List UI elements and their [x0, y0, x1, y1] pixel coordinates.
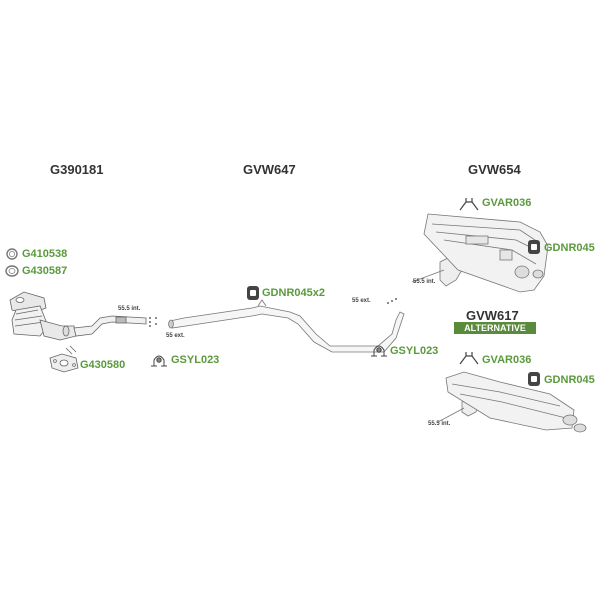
- o-ring-icon[interactable]: [6, 248, 18, 260]
- silencer-icon[interactable]: [437, 371, 587, 433]
- mid-pipe-icon[interactable]: [168, 299, 405, 353]
- header-converter: G390181: [50, 162, 104, 177]
- rubber-mount-icon[interactable]: [247, 286, 259, 300]
- part-code-bracket-alt[interactable]: GVAR036: [482, 354, 532, 366]
- catalytic-converter-icon[interactable]: [9, 291, 147, 341]
- part-code-clamp-front[interactable]: GSYL023: [171, 354, 220, 366]
- part-code-ring-large[interactable]: G430587: [22, 265, 68, 277]
- header-rear-box-alt: GVW617: [466, 308, 519, 323]
- part-code-ring-small[interactable]: G410538: [22, 248, 68, 260]
- header-rear-box: GVW654: [468, 162, 521, 177]
- mid-joint-marks: [387, 298, 397, 304]
- silencer-icon[interactable]: [411, 213, 549, 293]
- alternative-badge: ALTERNATIVE: [464, 323, 526, 333]
- front-pipe-clamp-marks: [149, 317, 157, 327]
- alternative-badge-bg: [454, 322, 536, 334]
- flange-gasket-icon[interactable]: [49, 345, 79, 373]
- part-code-gasket-front[interactable]: G430580: [80, 359, 126, 371]
- dimension-mid-joint: 55 ext.: [352, 298, 371, 304]
- part-code-clamp-mid[interactable]: GSYL023: [390, 345, 439, 357]
- header-mid-pipe: GVW647: [243, 162, 296, 177]
- part-code-rubber-rear[interactable]: GDNR045: [544, 242, 595, 254]
- part-code-rubber-alt[interactable]: GDNR045: [544, 374, 595, 386]
- dimension-alt: 55.5 int.: [428, 421, 451, 427]
- dimension-rear: 55.5 int.: [413, 279, 436, 285]
- part-code-rubber-mid[interactable]: GDNR045x2: [262, 287, 325, 299]
- clamp-icon[interactable]: [151, 355, 167, 367]
- bracket-icon[interactable]: [459, 198, 479, 211]
- clamp-icon[interactable]: [371, 345, 387, 357]
- part-code-bracket-rear[interactable]: GVAR036: [482, 197, 532, 209]
- rubber-mount-icon[interactable]: [528, 240, 540, 254]
- dimension-mid-pipe: 55 ext.: [166, 333, 185, 339]
- bracket-icon[interactable]: [459, 352, 479, 365]
- rubber-mount-icon[interactable]: [528, 372, 540, 386]
- o-ring-icon[interactable]: [5, 265, 19, 277]
- dimension-front-pipe: 55.5 int.: [118, 306, 141, 312]
